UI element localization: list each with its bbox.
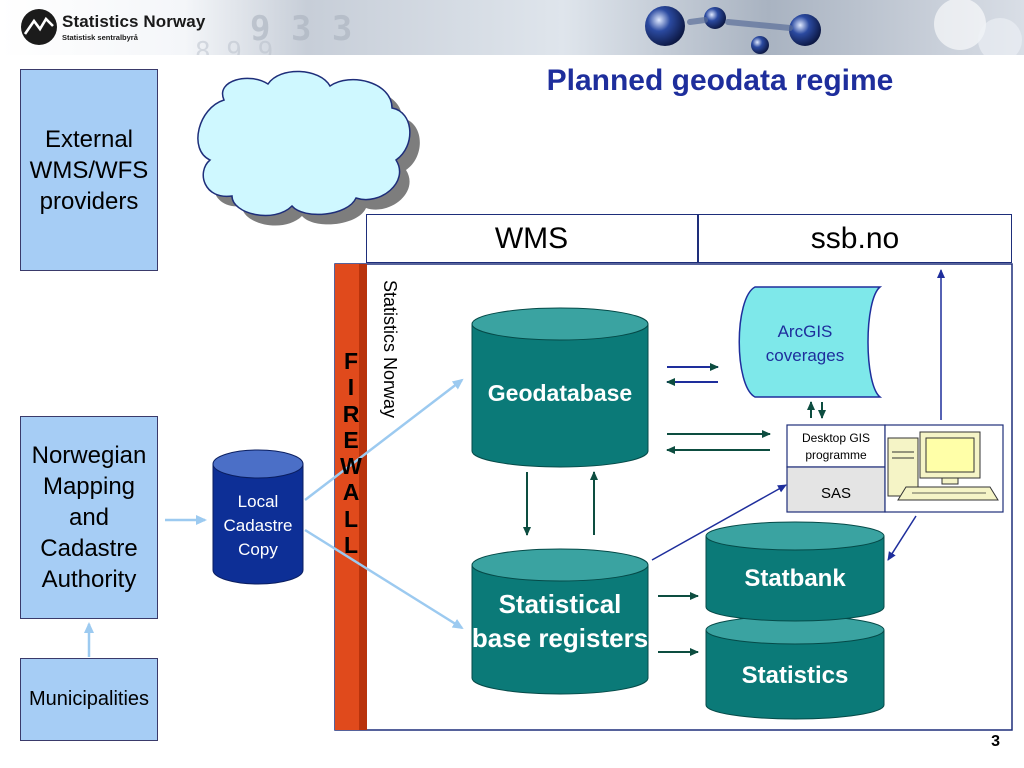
firewall-letter: E <box>343 426 359 453</box>
base-registers-cylinder <box>471 548 649 695</box>
mapping-authority-box: Norwegian Mapping and Cadastre Authority <box>20 416 158 619</box>
sas-box <box>786 466 886 513</box>
statbank-cylinder <box>705 521 885 622</box>
firewall-letter: R <box>342 400 360 427</box>
firewall-label: F I R E W A L L <box>335 348 367 558</box>
arcgis-label: ArcGIS coverages <box>765 322 845 365</box>
firewall-letter: F <box>343 348 359 374</box>
page-title: Planned geodata regime <box>546 64 894 97</box>
logo-subtitle: Statistisk sentralbyrå <box>62 33 138 42</box>
arrow-local-copy-to-registers <box>304 528 464 630</box>
arrow-local-copy-to-geodatabase <box>304 378 464 501</box>
arcgis-coverages-store <box>738 286 883 398</box>
firewall-letter: L <box>343 532 359 559</box>
local-cadastre-cylinder <box>212 449 304 585</box>
mapping-authority-label: Norwegian Mapping and Cadastre Authority <box>31 442 147 593</box>
wms-label: WMS <box>494 222 569 255</box>
local-cadastre-label: Local Cadastre Copy <box>223 492 293 559</box>
desktop-gis-box <box>786 424 886 468</box>
external-providers-box: External WMS/WFS providers <box>20 69 158 271</box>
geodatabase-cylinder <box>471 307 649 468</box>
geodatabase-label: Geodatabase <box>487 380 633 406</box>
firewall-letter: L <box>343 505 359 532</box>
ssb-label: ssb.no <box>810 222 900 255</box>
statbank-label: Statbank <box>744 565 846 592</box>
external-providers-label: External WMS/WFS providers <box>29 125 149 215</box>
desktop-gis-label: Desktop GIS programme <box>801 431 871 462</box>
header-banner: 9 3 3 8 9 9 <box>0 0 1024 55</box>
municipalities-label: Municipalities <box>28 688 150 710</box>
service-strip <box>366 214 1012 263</box>
svg-text:9 3 3: 9 3 3 <box>250 9 352 49</box>
banner-background: 9 3 3 8 9 9 <box>0 0 1024 55</box>
firewall-letter: A <box>342 479 360 506</box>
logo-icon <box>21 9 57 45</box>
firewall-letter: W <box>340 453 362 480</box>
internet-cloud <box>197 70 420 226</box>
firewall-letter: I <box>347 374 355 401</box>
computer-icon <box>887 431 999 501</box>
statistics-label: Statistics <box>741 662 849 689</box>
statistics-norway-label: Statistics Norway <box>380 280 400 419</box>
logo-name: Statistics Norway <box>62 12 206 31</box>
statistics-cylinder <box>705 615 885 720</box>
svg-text:8 9 9: 8 9 9 <box>195 37 273 55</box>
service-strip-divider <box>697 214 699 263</box>
municipalities-box: Municipalities <box>20 658 158 741</box>
page-number: 3 <box>991 733 1000 750</box>
sas-label: SAS <box>820 485 851 502</box>
logo-wordmark: Statistics Norway Statistisk sentralbyrå <box>62 12 205 42</box>
base-registers-label: Statistical base registers <box>471 589 649 653</box>
